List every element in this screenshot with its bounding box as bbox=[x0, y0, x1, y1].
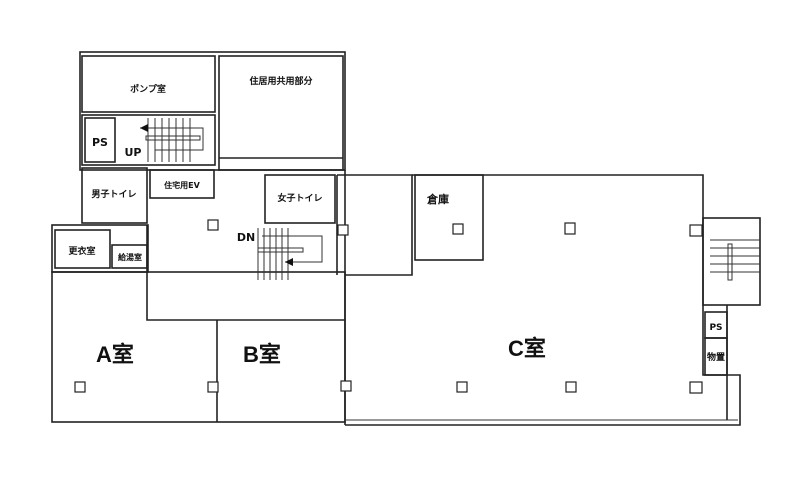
label-dn: DN bbox=[237, 231, 255, 244]
walls bbox=[51, 51, 761, 426]
room-labels: ポンプ室 住居用共用部分 PS UP 男子トイレ 住宅用EV 女子トイレ DN … bbox=[68, 75, 725, 367]
label-room-c: C室 bbox=[508, 336, 546, 361]
label-womens-toilet: 女子トイレ bbox=[277, 192, 322, 204]
columns bbox=[74, 219, 703, 394]
label-pump-room: ポンプ室 bbox=[130, 83, 166, 95]
label-mens-toilet: 男子トイレ bbox=[91, 189, 136, 200]
label-room-a: A室 bbox=[96, 342, 134, 367]
label-closet: 物置 bbox=[707, 351, 725, 363]
label-up: UP bbox=[125, 146, 142, 159]
label-ps-left: PS bbox=[92, 136, 108, 149]
label-residential-ev: 住宅用EV bbox=[164, 180, 200, 190]
label-residential-common: 住居用共用部分 bbox=[249, 75, 312, 87]
label-locker-room: 更衣室 bbox=[68, 245, 95, 257]
label-room-b: B室 bbox=[243, 342, 281, 367]
label-kitchenette: 給湯室 bbox=[118, 252, 142, 262]
label-storage: 倉庫 bbox=[426, 192, 449, 206]
label-ps-right: PS bbox=[709, 323, 722, 333]
stairs bbox=[140, 118, 760, 281]
